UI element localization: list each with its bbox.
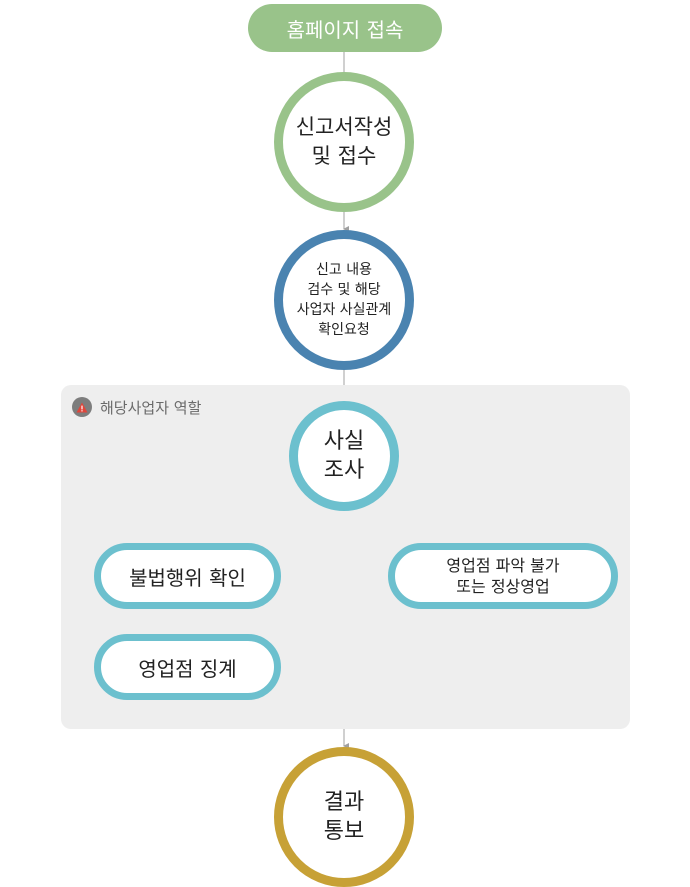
start-node: 홈페이지 접속 [248,4,442,52]
normal-business-line2: 또는 정상영업 [456,577,550,596]
start-node-label: 홈페이지 접속 [286,17,404,42]
review-step-line1: 신고 내용 [316,262,372,278]
violation-confirmed-label: 불법행위 확인 [129,565,246,590]
result-step-line1: 결과 [323,790,365,815]
review-step-line3: 사업자 사실관계 [296,302,392,318]
section-label: 해당사업자 역할 [72,396,201,418]
report-step-node: 신고서작성 및 접수 [274,72,414,212]
investigate-step-line2: 조사 [323,458,365,483]
report-step-line1: 신고서작성 [295,115,393,139]
store-discipline-node: 영업점 징계 [94,634,281,700]
result-step-line2: 통보 [323,819,365,844]
warning-icon [72,397,92,417]
violation-confirmed-node: 불법행위 확인 [94,543,281,609]
review-step-node: 신고 내용 검수 및 해당 사업자 사실관계 확인요청 [274,230,414,370]
report-step-line2: 및 접수 [311,144,377,168]
review-step-line4: 확인요청 [318,322,370,338]
investigate-step-line1: 사실 [323,429,365,454]
result-step-node: 결과 통보 [274,747,414,887]
normal-business-line1: 영업점 파악 불가 [446,556,560,575]
section-label-text: 해당사업자 역할 [100,398,202,417]
review-step-line2: 검수 및 해당 [307,282,381,298]
store-discipline-label: 영업점 징계 [138,656,237,681]
investigate-step-node: 사실 조사 [289,401,399,511]
normal-business-node: 영업점 파악 불가 또는 정상영업 [388,543,618,609]
